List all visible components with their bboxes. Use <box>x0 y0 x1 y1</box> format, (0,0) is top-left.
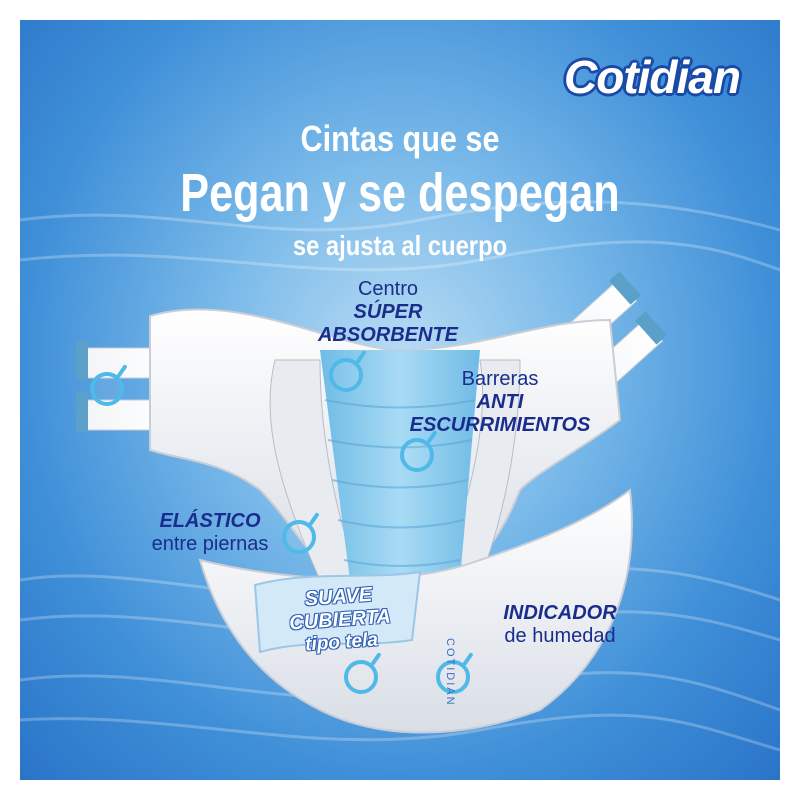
marker-left-tape <box>90 372 124 406</box>
headline-line2: Pegan y se despegan <box>180 163 620 223</box>
diaper-brand-print: COTIDIAN <box>444 638 456 707</box>
label-barreras: Barreras ANTI ESCURRIMIENTOS <box>400 368 600 437</box>
indicador-line2: de humedad <box>504 625 616 647</box>
diaper-illustration <box>76 271 667 734</box>
elastico-line1: ELÁSTICO <box>159 510 261 532</box>
elastico-line2: entre piernas <box>151 533 269 555</box>
barreras-line2: ANTI ESCURRIMIENTOS <box>409 391 591 436</box>
headline-line3: se ajusta al cuerpo <box>292 230 508 261</box>
centro-line2: SÚPER ABSORBENTE <box>317 301 458 346</box>
suave-cubierta-tag: SUAVE CUBIERTA tipo tela <box>258 581 422 660</box>
indicador-line1: INDICADOR <box>503 602 617 624</box>
marker-centro <box>329 358 363 392</box>
headline-line1: Cintas que se <box>300 118 500 159</box>
marker-front <box>344 660 378 694</box>
label-indicador: INDICADOR de humedad <box>480 602 640 648</box>
label-elastico: ELÁSTICO entre piernas <box>140 510 280 556</box>
barreras-line1: Barreras <box>461 368 539 390</box>
marker-elastico <box>282 520 316 554</box>
product-banner: Cotidian Cintas que se Pegan y se despeg… <box>20 20 780 780</box>
marker-indicador <box>436 660 470 694</box>
brand-logo: Cotidian <box>564 51 741 103</box>
marker-barreras <box>400 438 434 472</box>
centro-line1: Centro <box>357 278 419 300</box>
label-centro: Centro SÚPER ABSORBENTE <box>288 278 488 347</box>
